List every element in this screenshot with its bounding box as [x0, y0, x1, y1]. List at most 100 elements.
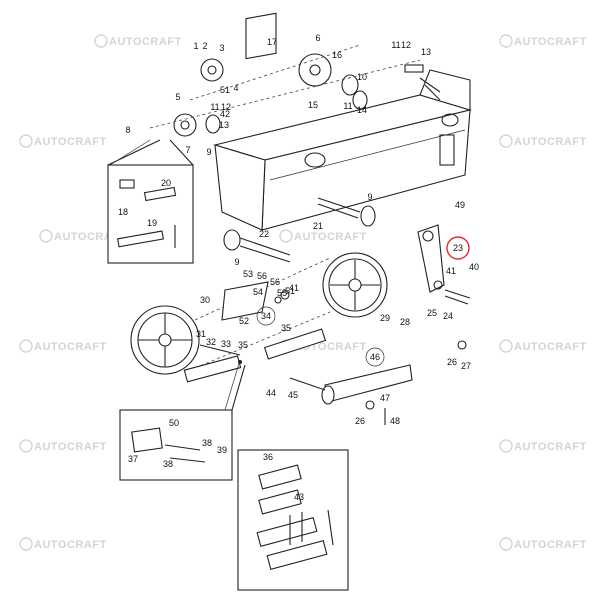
watermark-text: AUTOCRAFT: [34, 136, 107, 148]
part-callout-36: 36: [263, 452, 273, 462]
part-callout-11: 11: [210, 102, 219, 112]
watermark-logo-icon: [279, 229, 293, 243]
watermark-text: AUTOCRAFT: [34, 441, 107, 453]
part-callout-6: 6: [315, 33, 320, 43]
watermark-text: AUTOCRAFT: [514, 441, 587, 453]
part-callout-52: 52: [239, 316, 249, 326]
part-callout-4: 4: [233, 83, 238, 93]
watermark-logo-icon: [19, 537, 33, 551]
main-frame: [212, 69, 473, 231]
watermark-logo-icon: [499, 537, 513, 551]
part-callout-34: 34: [261, 311, 271, 321]
leader-lines: [109, 139, 242, 411]
part-callout-22: 22: [259, 229, 269, 239]
part-callout-14: 14: [357, 105, 367, 115]
part-callout-43: 43: [294, 492, 304, 502]
inset-chain-link-detail: [237, 449, 349, 591]
part-callout-30: 30: [200, 295, 210, 305]
large-sprocket-left: [130, 305, 241, 375]
watermark-logo-icon: [499, 34, 513, 48]
part-callout-13-2: 13: [219, 120, 229, 130]
part-callout-24: 24: [443, 311, 453, 321]
part-callout-28: 28: [400, 317, 410, 327]
part-callout-38: 38: [202, 438, 212, 448]
part-callout-27: 27: [461, 361, 471, 371]
watermark-text: AUTOCRAFT: [514, 136, 587, 148]
part-callout-9: 9: [206, 147, 211, 157]
watermark-text: AUTOCRAFT: [34, 341, 107, 353]
part-callout-13: 13: [421, 47, 431, 57]
part-callout-41: 41: [446, 266, 456, 276]
part-callout-11-3: 11: [343, 101, 352, 111]
part-callout-26: 26: [447, 357, 457, 367]
part-callout-49: 49: [455, 200, 465, 210]
watermark-text: AUTOCRAFT: [514, 539, 587, 551]
part-callout-12: 12: [221, 102, 231, 112]
part-callout-1: 1: [193, 41, 198, 51]
part-callout-26-2: 26: [355, 416, 365, 426]
watermark-logo-icon: [499, 439, 513, 453]
part-callout-39: 39: [217, 445, 227, 455]
part-callout-50: 50: [169, 418, 179, 428]
part-callout-11-2: 11: [391, 40, 400, 50]
watermark-text: AUTOCRAFT: [109, 36, 182, 48]
part-callout-44: 44: [266, 388, 276, 398]
watermark-logo-icon: [19, 439, 33, 453]
part-callout-53: 53: [243, 269, 253, 279]
callout-ring-34: [256, 306, 276, 326]
watermark-text: AUTOCRAFT: [514, 36, 587, 48]
large-sprocket-right: [322, 252, 388, 318]
part-callout-42: 42: [220, 109, 230, 119]
lower-tube-assembly: [289, 364, 413, 425]
callout-ring-46: [365, 347, 385, 367]
part-callout-10: 10: [357, 72, 367, 82]
part-callout-29: 29: [380, 313, 390, 323]
part-callout-2: 2: [202, 41, 207, 51]
part-callout-40: 40: [469, 262, 479, 272]
watermark-logo-icon: [19, 134, 33, 148]
part-callout-51: 51: [220, 85, 230, 95]
part-callout-45: 45: [288, 390, 298, 400]
part-callout-35-2: 35: [238, 340, 248, 350]
part-callout-16: 16: [332, 50, 342, 60]
part-callout-33: 33: [221, 339, 231, 349]
watermark-text: AUTOCRAFT: [514, 341, 587, 353]
part-callout-31: 31: [196, 329, 206, 339]
upper-drive-assembly: [149, 12, 441, 137]
part-callout-17: 17: [267, 37, 277, 47]
part-callout-18: 18: [118, 207, 128, 217]
inset-link-detail: [107, 139, 194, 264]
part-callout-46: 46: [370, 352, 380, 362]
chain-tensioner-bracket: [221, 281, 290, 321]
watermark-logo-icon: [94, 34, 108, 48]
part-callout-37: 37: [128, 454, 138, 464]
watermark-logo-icon: [19, 339, 33, 353]
part-callout-15: 15: [308, 100, 318, 110]
middle-shafts: [223, 197, 376, 263]
inset-bracket-detail: [119, 364, 246, 481]
part-callout-47: 47: [380, 393, 390, 403]
part-callout-32: 32: [206, 337, 216, 347]
part-callout-51-2: 51: [285, 286, 295, 296]
watermark-logo-icon: [499, 339, 513, 353]
watermark-text: AUTOCRAFT: [294, 231, 367, 243]
part-callout-55: 55: [277, 288, 287, 298]
part-callout-56: 56: [257, 271, 267, 281]
part-callout-38-2: 38: [163, 459, 173, 469]
part-callout-19: 19: [147, 218, 157, 228]
part-callout-41-2: 41: [289, 283, 299, 293]
part-callout-8: 8: [125, 125, 130, 135]
watermark-logo-icon: [499, 134, 513, 148]
part-callout-12-2: 12: [401, 40, 411, 50]
tensioner-arm: [417, 224, 471, 350]
part-callout-21: 21: [313, 221, 323, 231]
part-callout-3: 3: [219, 43, 224, 53]
part-callout-5: 5: [175, 92, 180, 102]
part-callout-9-2: 9: [367, 192, 372, 202]
part-callout-48: 48: [390, 416, 400, 426]
highlight-ring: [446, 236, 470, 260]
part-callout-54: 54: [253, 287, 263, 297]
part-callout-56-2: 56: [270, 277, 280, 287]
